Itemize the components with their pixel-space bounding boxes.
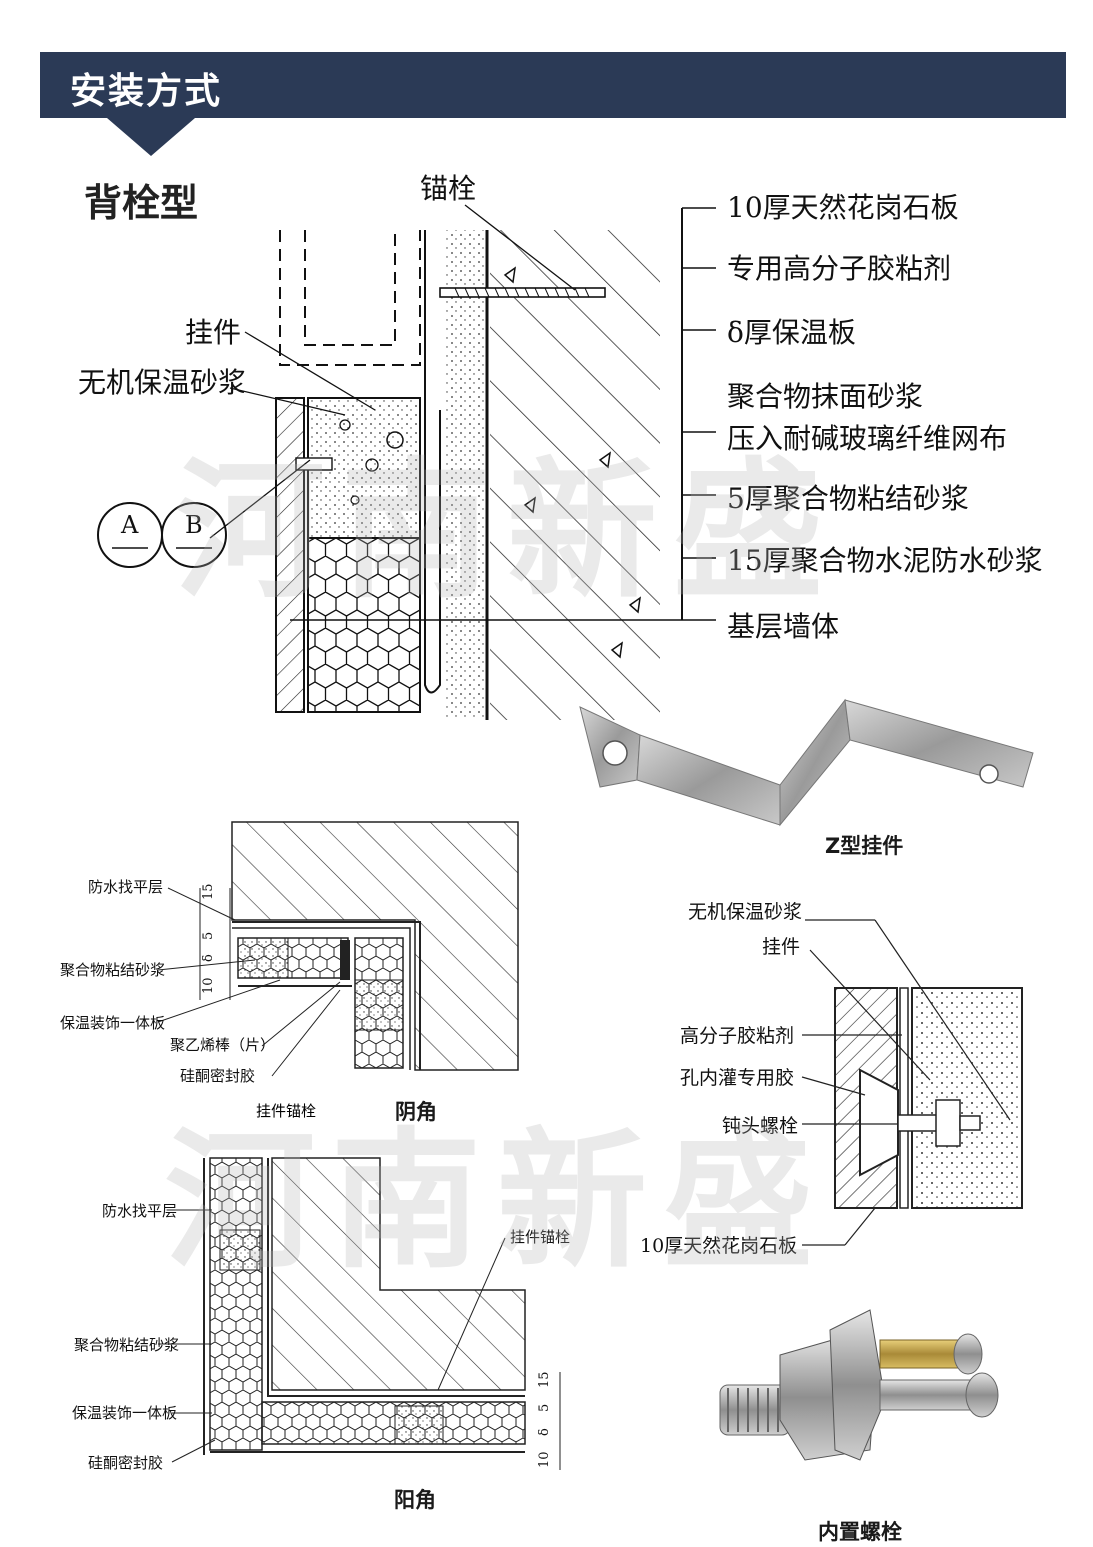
inner-corner-caption: 阴角	[395, 1100, 437, 1124]
bd-label-6: 10厚天然花岗石板	[640, 1235, 797, 1257]
bolt-photo-caption: 内置螺栓	[818, 1520, 902, 1544]
z-bracket-photo	[579, 698, 1034, 827]
oc-label-1: 防水找平层	[102, 1202, 177, 1220]
oc-label-2: 挂件锚栓	[510, 1228, 570, 1246]
oc-label-4: 保温装饰一体板	[72, 1404, 177, 1422]
ic-dim-10: 10	[201, 977, 216, 994]
z-bracket-caption: Z型挂件	[825, 834, 904, 858]
oc-dim-15: 15	[537, 1371, 552, 1388]
label-layer-4: 聚合物抹面砂浆	[727, 380, 923, 413]
header-title: 安装方式	[70, 71, 223, 112]
bd-label-4: 孔内灌专用胶	[680, 1067, 794, 1089]
ic-dim-5: 5	[201, 932, 216, 940]
label-anchor: 锚栓	[420, 172, 476, 205]
main-section-drawing: 锚栓 挂件 无机保温砂浆 10厚天然花岗石板 专用高分子胶粘剂 δ厚保温板 聚合…	[78, 172, 1043, 720]
ic-dim-delta: δ	[201, 954, 216, 962]
banner-pointer	[107, 118, 195, 156]
bd-label-1: 无机保温砂浆	[688, 901, 802, 923]
ic-label-6: 挂件锚栓	[256, 1102, 317, 1120]
label-layer-7: 15厚聚合物水泥防水砂浆	[727, 544, 1043, 577]
bolt-photo	[719, 1309, 999, 1461]
label-layer-2: 专用高分子胶粘剂	[727, 252, 951, 285]
inner-corner-drawing: 15 5 δ 10 防水找平层 聚合物粘结砂浆 保温装饰一体板 聚乙烯棒（片） …	[60, 821, 519, 1085]
oc-label-3: 聚合物粘结砂浆	[74, 1336, 179, 1354]
ic-dim-15: 15	[201, 883, 216, 900]
ic-label-5: 硅酮密封胶	[180, 1067, 255, 1085]
ic-label-2: 聚合物粘结砂浆	[60, 961, 165, 979]
label-layer-3: δ厚保温板	[727, 316, 856, 349]
ic-label-3: 保温装饰一体板	[60, 1014, 165, 1032]
oc-label-5: 硅酮密封胶	[88, 1454, 163, 1472]
bd-label-2: 挂件	[762, 936, 800, 958]
label-bracket: 挂件	[185, 316, 241, 349]
label-layer-6: 5厚聚合物粘结砂浆	[727, 482, 969, 515]
header-banner: 安装方式	[40, 52, 1066, 118]
bolt-detail-drawing: 无机保温砂浆 挂件 高分子胶粘剂 孔内灌专用胶 钝头螺栓 10厚天然花岗石板	[640, 901, 1023, 1257]
label-layer-8: 基层墙体	[727, 610, 839, 643]
ic-label-4: 聚乙烯棒（片）	[170, 1036, 275, 1054]
section-title: 背栓型	[84, 181, 199, 225]
outer-corner-caption: 阳角	[394, 1488, 436, 1512]
circle-b-label: B	[185, 511, 203, 539]
label-layer-5: 压入耐碱玻璃纤维网布	[727, 422, 1007, 455]
outer-corner-drawing: 15 5 δ 10 防水找平层 挂件锚栓 聚合物粘结砂浆 保温装饰一体板 硅酮密…	[72, 1157, 570, 1472]
bd-label-3: 高分子胶粘剂	[680, 1025, 794, 1047]
label-insulation-mortar: 无机保温砂浆	[78, 366, 246, 399]
circle-a-label: A	[120, 511, 139, 539]
oc-dim-delta: δ	[537, 1428, 552, 1436]
bd-label-5: 钝头螺栓	[722, 1115, 798, 1137]
label-layer-1: 10厚天然花岗石板	[727, 191, 959, 224]
ic-label-1: 防水找平层	[88, 878, 163, 896]
oc-dim-10: 10	[537, 1451, 552, 1468]
oc-dim-5: 5	[537, 1404, 552, 1412]
